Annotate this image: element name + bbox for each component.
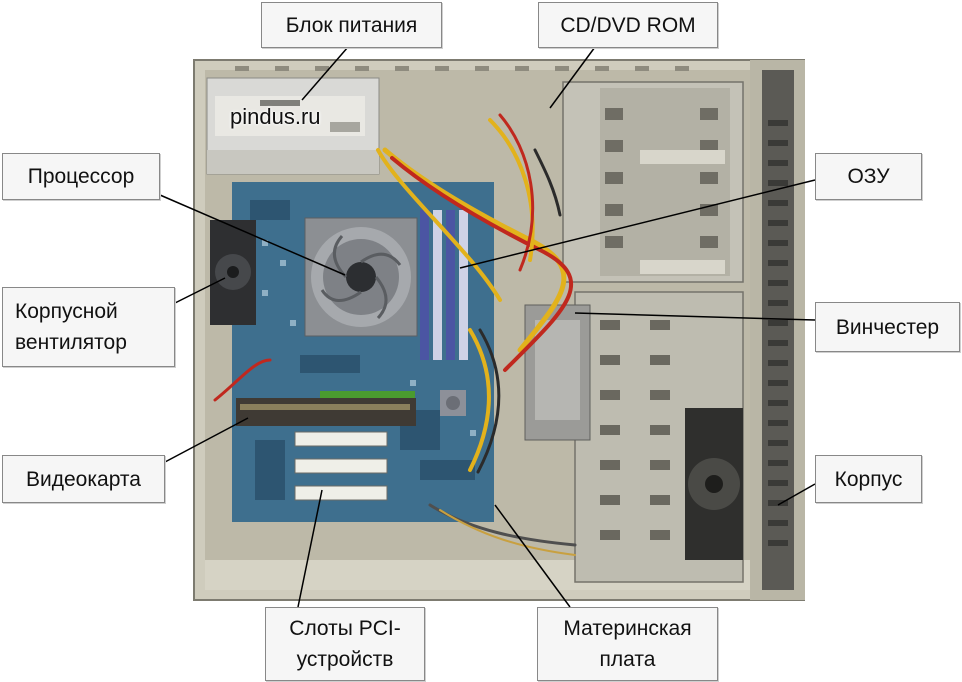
label-power-supply: Блок питания: [261, 2, 442, 48]
graphics-card: [236, 398, 416, 426]
label-motherboard: Материнская плата: [537, 607, 718, 681]
power-cables: [213, 113, 577, 556]
pointer-case-fan: [174, 277, 226, 304]
callout-pointers: [159, 46, 816, 608]
label-cd-dvd-rom: CD/DVD ROM: [538, 2, 718, 48]
label-case-fan: Корпусной вентилятор: [2, 287, 175, 367]
pointer-case: [777, 483, 816, 506]
label-processor: Процессор: [2, 153, 160, 200]
pointer-motherboard: [494, 504, 571, 608]
cpu-cooler: [304, 217, 418, 337]
pointer-pci: [297, 489, 323, 608]
hard-drive: [524, 304, 591, 441]
label-pci-slots: Слоты PCI-устройств: [265, 607, 425, 681]
pointer-hdd: [574, 312, 816, 321]
rear-case-fan: [210, 220, 256, 325]
power-supply-unit: [206, 77, 380, 175]
label-ram: ОЗУ: [815, 153, 922, 200]
label-video-card: Видеокарта: [2, 455, 165, 503]
pointer-psu: [301, 46, 349, 101]
label-case: Корпус: [815, 455, 922, 503]
watermark-text: pindus.ru: [230, 104, 321, 129]
label-hard-drive: Винчестер: [815, 302, 960, 352]
pointer-gpu: [164, 417, 249, 463]
drive-bay-cage: [562, 81, 744, 583]
pointer-cpu: [159, 194, 346, 276]
pointer-ram: [459, 179, 816, 269]
pointer-cdrom: [549, 46, 596, 109]
